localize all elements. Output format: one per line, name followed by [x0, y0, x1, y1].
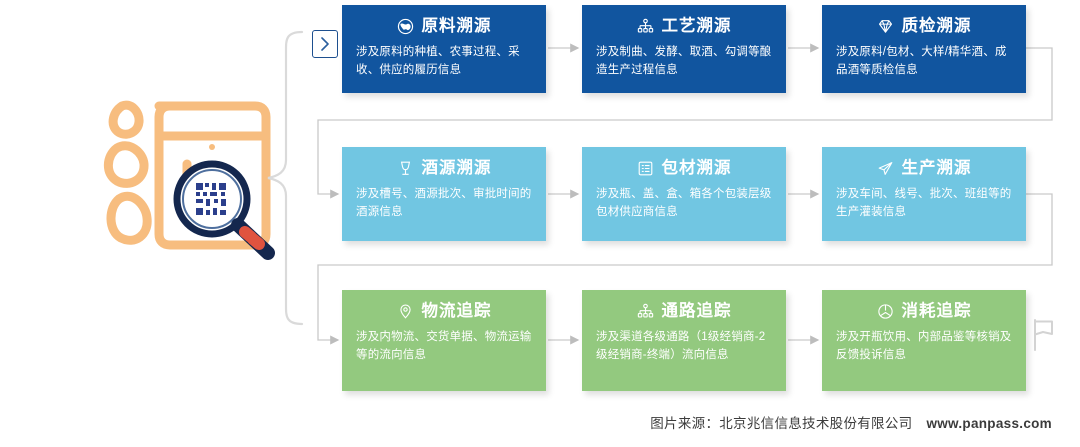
magnifier-icon: [173, 160, 275, 260]
card-header: 物流追踪: [356, 303, 532, 320]
card-title: 原料溯源: [421, 17, 492, 36]
footer: 图片来源：北京兆信信息技术股份有限公司 www.panpass.com: [0, 412, 1052, 432]
card-description: 涉及原料的种植、农事过程、采收、供应的履历信息: [356, 46, 520, 76]
card-raw-material-trace[interactable]: 原料溯源 涉及原料的种植、农事过程、采收、供应的履历信息: [342, 5, 546, 93]
paper-plane-icon: [878, 162, 892, 175]
diamond-icon: [878, 20, 892, 33]
curly-brace: [267, 30, 304, 326]
card-description: 涉及制曲、发酵、取酒、勾调等酿造生产过程信息: [596, 46, 772, 76]
map-pin-icon: [399, 304, 411, 319]
chevron-right-icon: [321, 37, 329, 51]
card-description: 涉及车间、线号、批次、班组等的生产灌装信息: [836, 188, 1012, 218]
jiu-character-qrcode-magnifier-logo: [95, 86, 280, 261]
card-header: 生产溯源: [836, 160, 1012, 177]
card-process-trace[interactable]: 工艺溯源 涉及制曲、发酵、取酒、勾调等酿造生产过程信息: [582, 5, 786, 93]
card-title: 工艺溯源: [661, 17, 732, 36]
card-header: 包材溯源: [596, 160, 772, 177]
footer-url: www.panpass.com: [926, 416, 1052, 431]
footer-source: 图片来源：北京兆信信息技术股份有限公司: [650, 416, 913, 431]
card-production-trace[interactable]: 生产溯源 涉及车间、线号、批次、班组等的生产灌装信息: [822, 147, 1026, 241]
card-packaging-material-trace[interactable]: 包材溯源 涉及瓶、盖、盒、箱各个包装层级包材供应商信息: [582, 147, 786, 241]
sitemap-icon: [637, 18, 653, 33]
globe-icon: [397, 18, 413, 35]
card-description: 涉及瓶、盖、盒、箱各个包装层级包材供应商信息: [596, 188, 772, 218]
qr-code-icon: [196, 183, 226, 215]
card-title: 生产溯源: [901, 159, 972, 178]
card-title: 消耗追踪: [901, 302, 972, 321]
card-description: 涉及原料/包材、大样/精华酒、成品酒等质检信息: [836, 46, 1007, 76]
logo-artwork: [103, 100, 275, 260]
card-header: 酒源溯源: [356, 160, 532, 177]
card-header: 原料溯源: [356, 18, 532, 35]
card-liquor-source-trace[interactable]: 酒源溯源 涉及槽号、酒源批次、审批时间的酒源信息: [342, 147, 546, 241]
card-channel-tracking[interactable]: 通路追踪 涉及渠道各级通路（1级经销商-2级经销商-终端）流向信息: [582, 290, 786, 391]
list-box-icon: [638, 161, 652, 176]
card-title: 通路追踪: [661, 302, 732, 321]
card-description: 涉及槽号、酒源批次、审批时间的酒源信息: [356, 188, 532, 218]
card-header: 工艺溯源: [596, 18, 772, 35]
chevron-right-button[interactable]: [312, 30, 338, 58]
card-header: 质检溯源: [836, 18, 1012, 35]
sitemap-icon: [637, 303, 653, 318]
card-header: 消耗追踪: [836, 303, 1012, 320]
card-title: 包材溯源: [661, 159, 732, 178]
wine-glass-icon: [400, 161, 410, 175]
target-icon: [877, 304, 893, 319]
card-description: 涉及内物流、交货单据、物流运输等的流向信息: [356, 331, 532, 361]
card-description: 涉及渠道各级通路（1级经销商-2级经销商-终端）流向信息: [596, 331, 766, 361]
flag-icon: [1034, 319, 1053, 351]
card-title: 质检溯源: [901, 17, 972, 36]
card-quality-inspection-trace[interactable]: 质检溯源 涉及原料/包材、大样/精华酒、成品酒等质检信息: [822, 5, 1026, 93]
card-title: 酒源溯源: [421, 159, 492, 178]
card-title: 物流追踪: [421, 302, 492, 321]
card-header: 通路追踪: [596, 303, 772, 320]
card-logistics-tracking[interactable]: 物流追踪 涉及内物流、交货单据、物流运输等的流向信息: [342, 290, 546, 391]
card-description: 涉及开瓶饮用、内部品鉴等核销及反馈投诉信息: [836, 331, 1012, 361]
card-consumption-tracking[interactable]: 消耗追踪 涉及开瓶饮用、内部品鉴等核销及反馈投诉信息: [822, 290, 1026, 391]
